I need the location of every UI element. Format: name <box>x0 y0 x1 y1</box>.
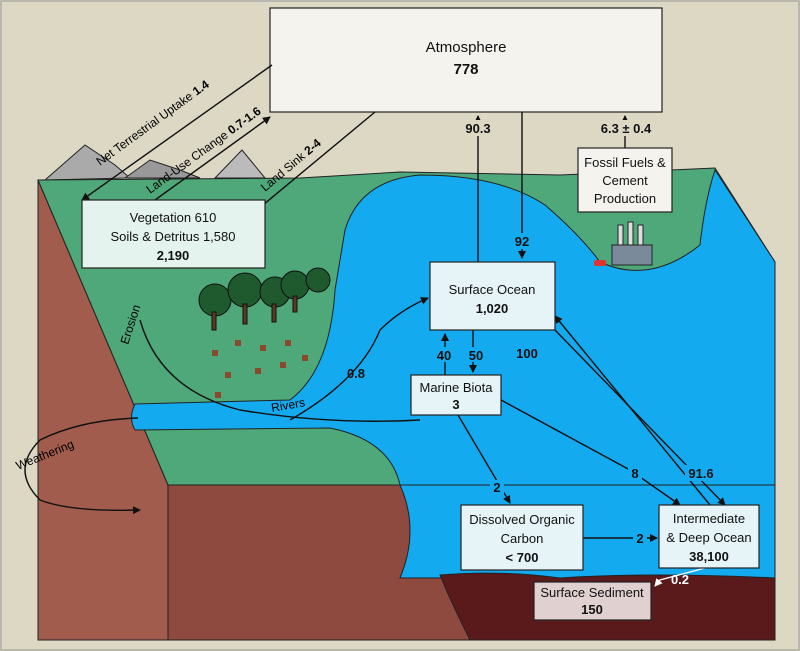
flux-2-doc-deep: 2 <box>636 531 643 546</box>
flux-0-8: 0.8 <box>347 366 365 381</box>
vegetation-total: 2,190 <box>157 248 190 263</box>
atmosphere-label: Atmosphere <box>426 39 507 56</box>
rivers-label: Rivers <box>270 395 306 415</box>
surface-ocean-box: Surface Ocean 1,020 <box>429 261 556 331</box>
deep-to-sediment-arrow <box>654 567 706 587</box>
marine-biota-value: 3 <box>452 397 459 412</box>
doc-value: < 700 <box>506 550 539 565</box>
land-use-arrow <box>154 116 271 201</box>
surface-ocean-value: 1,020 <box>476 301 509 316</box>
marine-biota-box: Marine Biota 3 <box>410 374 502 416</box>
fossil-line3: Production <box>594 191 656 206</box>
doc-line2: Carbon <box>501 531 544 546</box>
flux-92: 92 <box>515 234 529 249</box>
fossil-line2: Cement <box>602 173 648 188</box>
flux-40: 40 <box>437 348 451 363</box>
marine-biota-label: Marine Biota <box>420 380 494 395</box>
flux-2-biota-doc: 2 <box>493 480 500 495</box>
mountains <box>43 144 267 181</box>
deep-ocean-line1: Intermediate <box>673 511 745 526</box>
atmosphere-box: Atmosphere 778 <box>269 7 663 113</box>
flux-0-2: 0.2 <box>671 572 689 587</box>
flux-6-3: 6.3 ± 0.4 <box>601 121 652 136</box>
fossil-fuels-box: Fossil Fuels & Cement Production <box>577 147 673 213</box>
doc-line1: Dissolved Organic <box>469 512 575 527</box>
flux-90-3: 90.3 <box>465 121 490 136</box>
factory-icon <box>594 221 653 266</box>
flux-100: 100 <box>516 346 538 361</box>
sediment-value: 150 <box>581 602 603 617</box>
flux-50: 50 <box>469 348 483 363</box>
vegetation-box: Vegetation 610 Soils & Detritus 1,580 2,… <box>81 199 266 269</box>
stumps-icon <box>212 340 308 398</box>
rivers-to-ocean-arrow <box>289 297 429 421</box>
weathering-arrow <box>24 417 141 515</box>
deep-ocean-box: Intermediate & Deep Ocean 38,100 <box>658 504 760 569</box>
flux-8: 8 <box>631 466 638 481</box>
atmosphere-value: 778 <box>453 61 478 78</box>
flux-91-6: 91.6 <box>688 466 713 481</box>
vegetation-label: Vegetation 610 <box>130 210 217 225</box>
doc-box: Dissolved Organic Carbon < 700 <box>460 504 584 571</box>
deep-ocean-line2: & Deep Ocean <box>666 530 751 545</box>
fossil-line1: Fossil Fuels & <box>584 155 666 170</box>
forest-icon <box>198 267 331 331</box>
net-terrestrial-arrow <box>81 64 273 201</box>
soils-label: Soils & Detritus 1,580 <box>110 229 235 244</box>
surface-ocean-label: Surface Ocean <box>449 282 536 297</box>
sediment-box: Surface Sediment 150 <box>533 581 652 621</box>
erosion-path <box>139 319 421 422</box>
sediment-label: Surface Sediment <box>540 585 644 600</box>
deep-ocean-value: 38,100 <box>689 549 729 564</box>
